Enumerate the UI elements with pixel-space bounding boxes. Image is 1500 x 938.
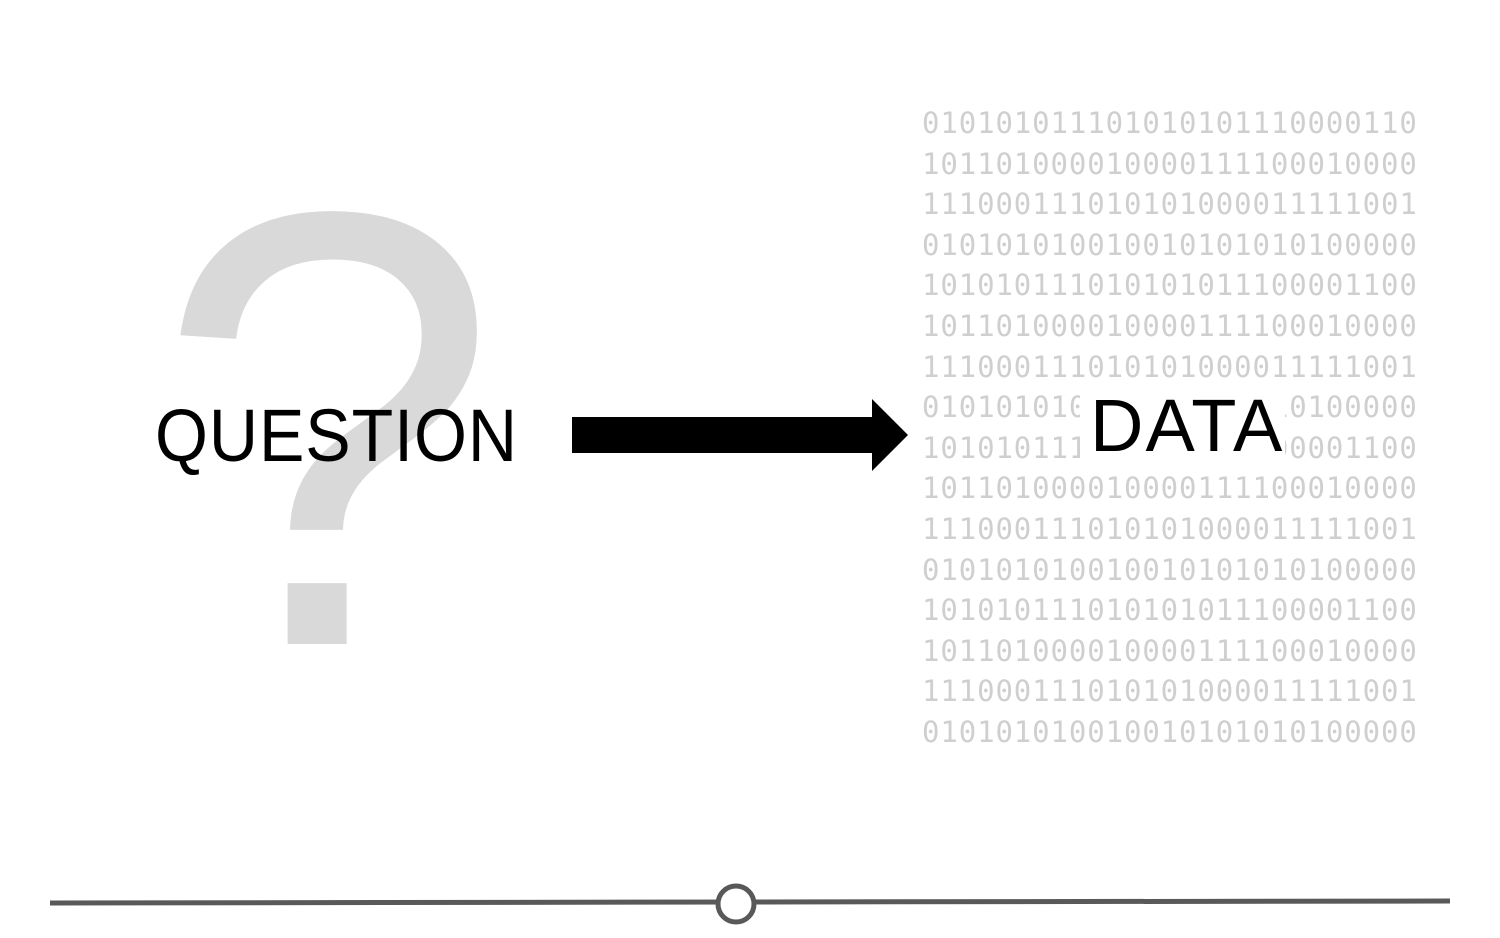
binary-data-background: 010101011101010101110000110 1011010000100… xyxy=(922,103,1482,753)
data-label-backdrop xyxy=(1080,385,1285,473)
binary-row: 101101000010000111100010000 xyxy=(922,633,1418,668)
binary-row: 101010111010101011100001100 xyxy=(922,593,1418,628)
question-mark-graphic: ? xyxy=(155,84,500,776)
data-label: DATA xyxy=(1090,384,1285,467)
binary-row: 010101010010010101010100000 xyxy=(922,714,1418,749)
binary-row: 101101000010000111100010000 xyxy=(922,471,1418,506)
binary-row: 111000111010101000011111001 xyxy=(922,511,1418,546)
question-label: QUESTION xyxy=(155,394,518,477)
binary-row: 010101010010010101010100000 xyxy=(922,227,1418,262)
slider-thumb[interactable] xyxy=(715,883,757,925)
arrow-shape xyxy=(572,399,908,471)
binary-row: 010101011101010101110000110 xyxy=(922,106,1418,140)
binary-row: 111000111010101000011111001 xyxy=(922,674,1418,709)
arrow-right-icon xyxy=(572,399,908,471)
binary-row: 101010111010101011100001100 xyxy=(922,268,1418,303)
binary-row: 101101000010000111100010000 xyxy=(922,308,1418,343)
binary-row: 101101000010000111100010000 xyxy=(922,146,1418,181)
binary-row: 111000111010101000011111001 xyxy=(922,187,1418,222)
binary-row: 111000111010101000011111001 xyxy=(922,349,1418,384)
progress-slider[interactable] xyxy=(40,876,1460,932)
binary-row: 010101010010010101010100000 xyxy=(922,552,1418,587)
